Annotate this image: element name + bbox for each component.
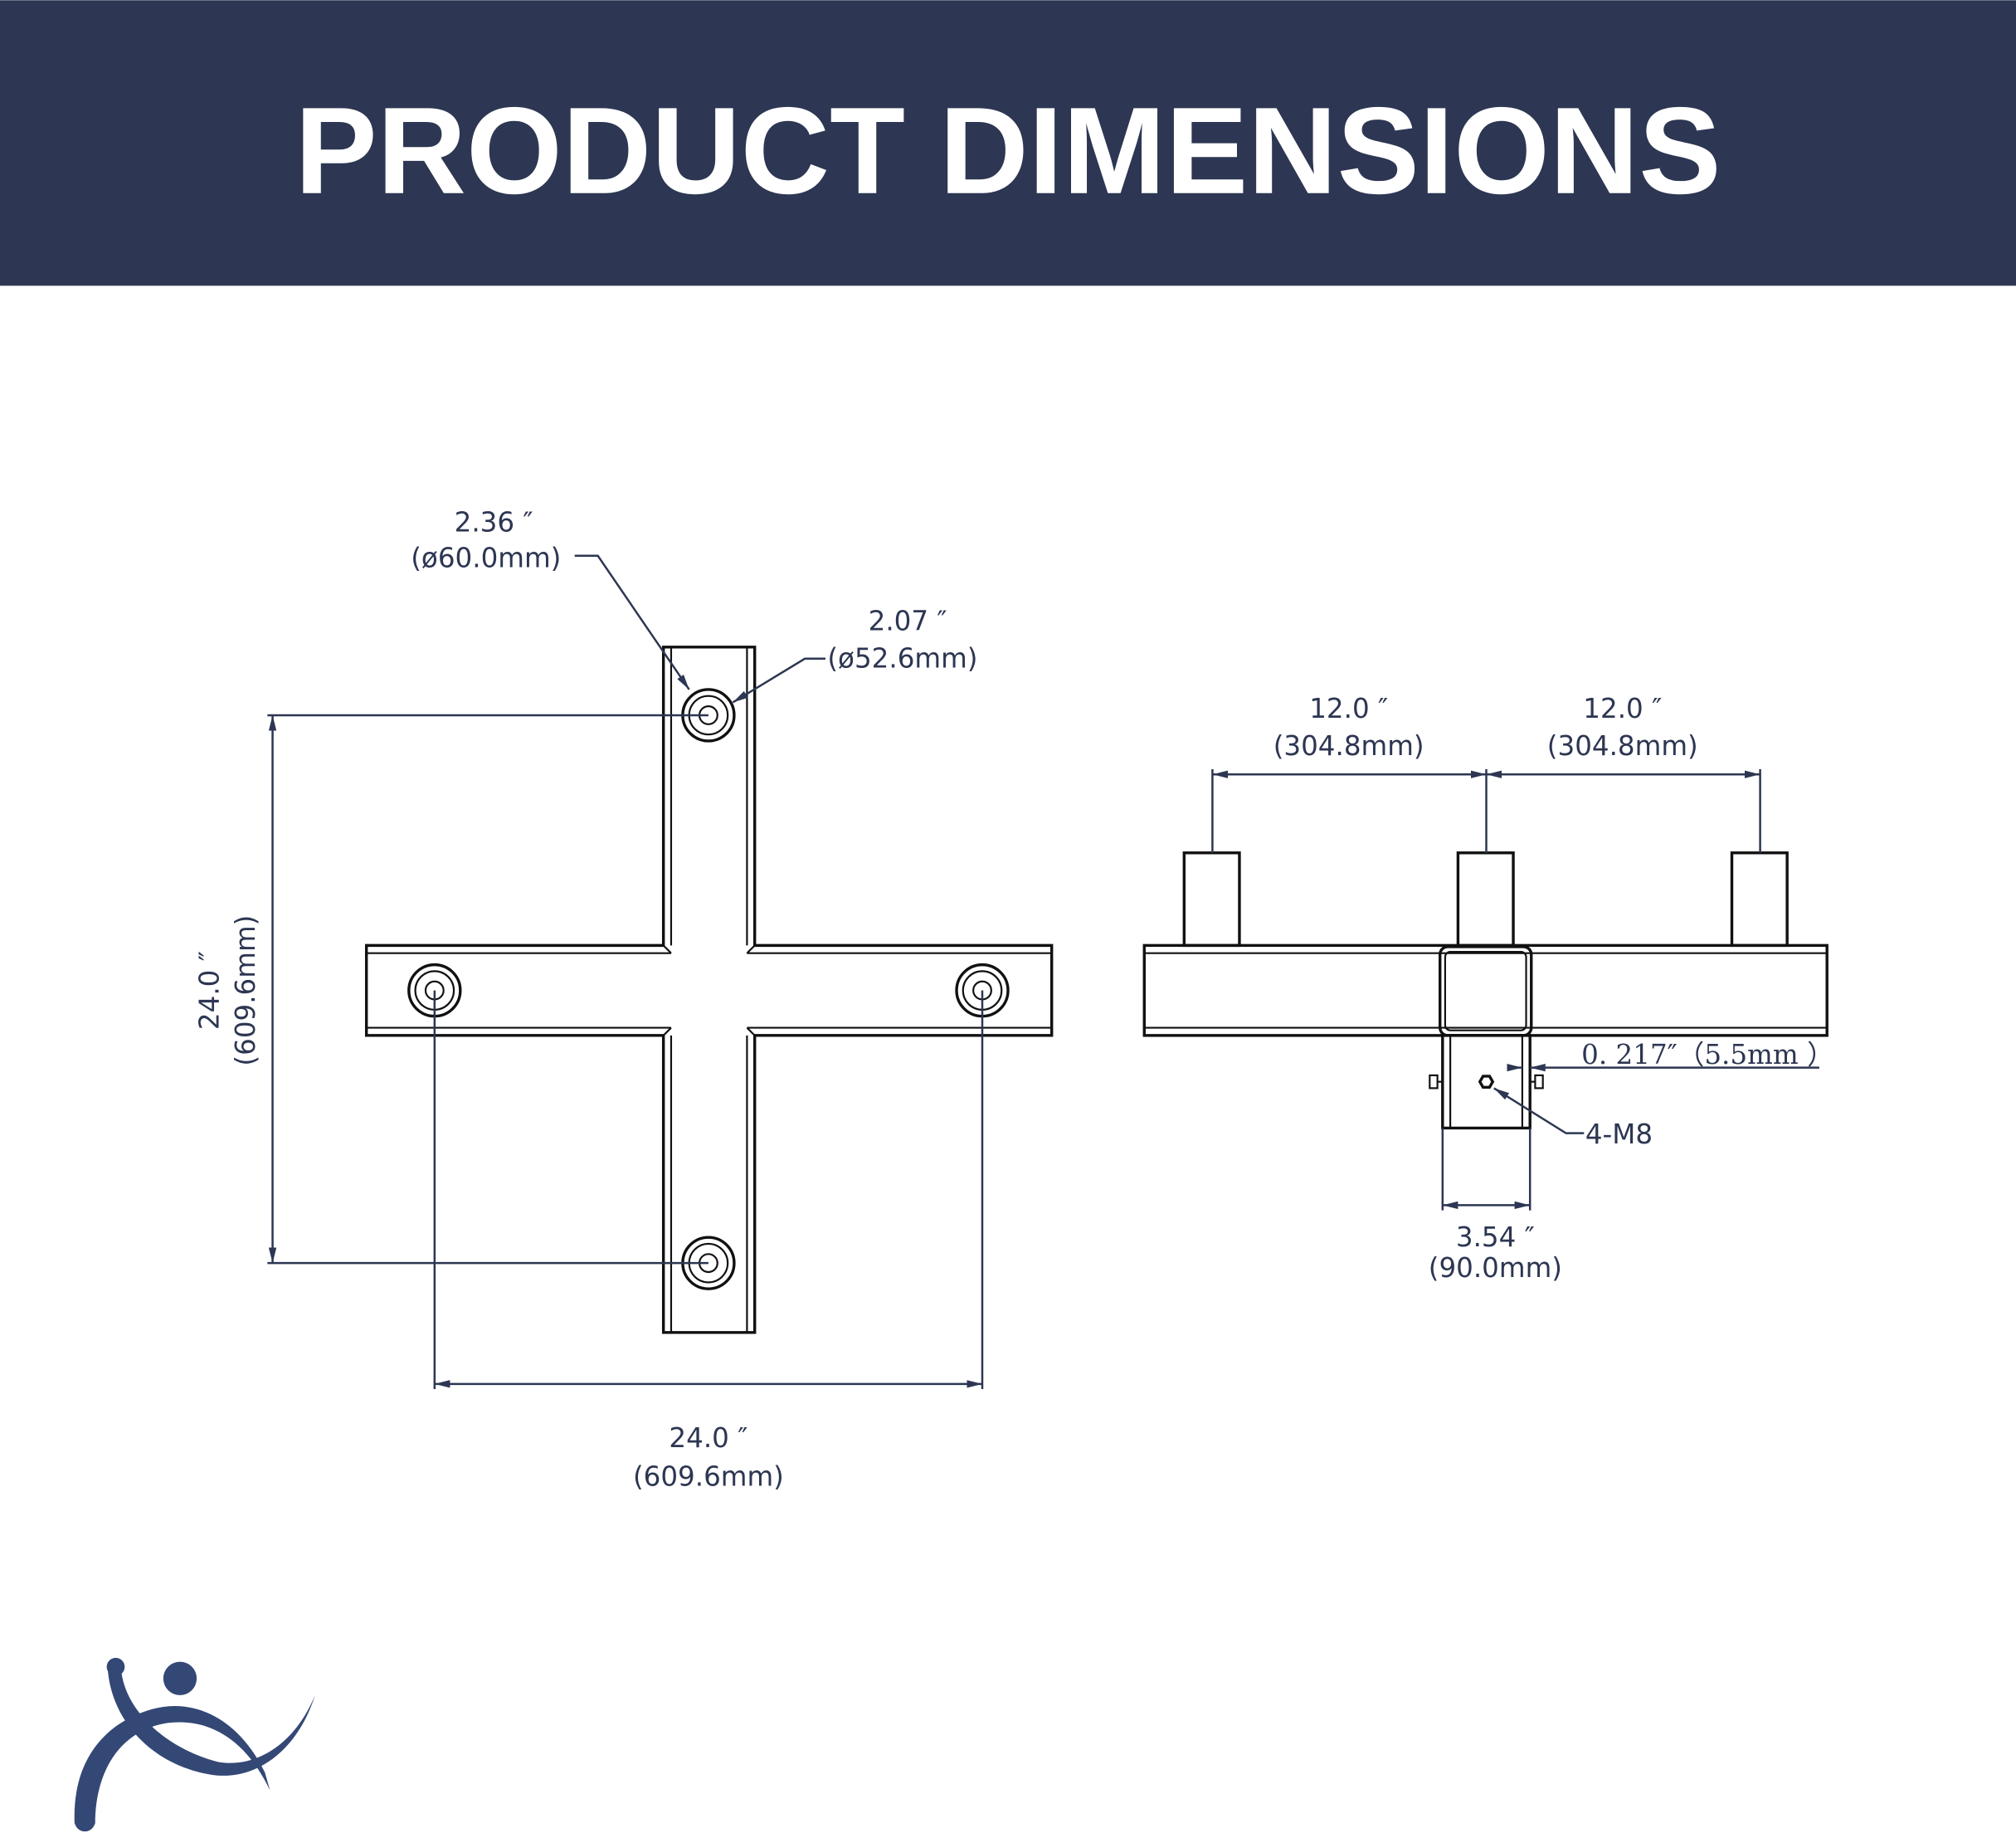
inner-diameter-leader (732, 657, 825, 704)
mount-sleeve (1441, 1034, 1531, 1130)
inner-diameter-mm-label: (ø52.6mm) (827, 643, 977, 675)
post-center (1456, 851, 1515, 948)
header-banner: PRODUCT DIMENSIONS (0, 0, 2016, 286)
cross-base-outline (364, 646, 1054, 1334)
tube-width-mm-label: (90.0mm) (1429, 1252, 1562, 1284)
wall-thickness-label: 0. 217″（5.5mm ） (1581, 1039, 1833, 1070)
inner-diameter-inch-label: 2.07 ″ (869, 606, 947, 637)
spacing-right-mm-label: (304.8mm) (1547, 730, 1698, 762)
crossbar-outline (1142, 943, 1829, 1037)
side-view-drawing: 12.0 ″ (304.8mm) 12.0 ″ (304.8mm) 0. 217… (1142, 693, 1834, 1284)
page-title: PRODUCT DIMENSIONS (295, 81, 1721, 220)
spacing-left-mm-label: (304.8mm) (1273, 730, 1424, 762)
running-figure-logo-icon (74, 1657, 315, 1832)
bolt-leader (1493, 1087, 1585, 1134)
width-inch-label: 24.0 ″ (669, 1422, 747, 1454)
post-left (1182, 851, 1241, 948)
outer-diameter-inch-label: 2.36 ″ (455, 506, 533, 538)
height-inch-label: 24.0 ″ (193, 951, 225, 1030)
bolt-label: 4-M8 (1585, 1119, 1653, 1150)
tube-width-inch-label: 3.54 ″ (1456, 1221, 1535, 1253)
cross-inner-lines (366, 646, 1052, 1333)
outer-diameter-leader (574, 554, 690, 690)
width-mm-label: (609.6mm) (633, 1460, 784, 1492)
center-tube-section (1439, 945, 1533, 1037)
bolt-right-icon (1530, 1074, 1544, 1090)
bolt-left-icon (1429, 1074, 1443, 1090)
hex-nut-icon (1478, 1075, 1495, 1090)
top-view-drawing: 24.0 ″ (609.6mm) 24.0 ″ (609.6mm) 2.36 ″… (193, 506, 1054, 1492)
post-right (1730, 851, 1789, 948)
outer-diameter-mm-label: (ø60.0mm) (411, 543, 561, 574)
height-mm-label: (609.6mm) (230, 915, 261, 1066)
spacing-right-inch-label: 12.0 ″ (1583, 693, 1662, 724)
spacing-left-inch-label: 12.0 ″ (1309, 693, 1388, 724)
